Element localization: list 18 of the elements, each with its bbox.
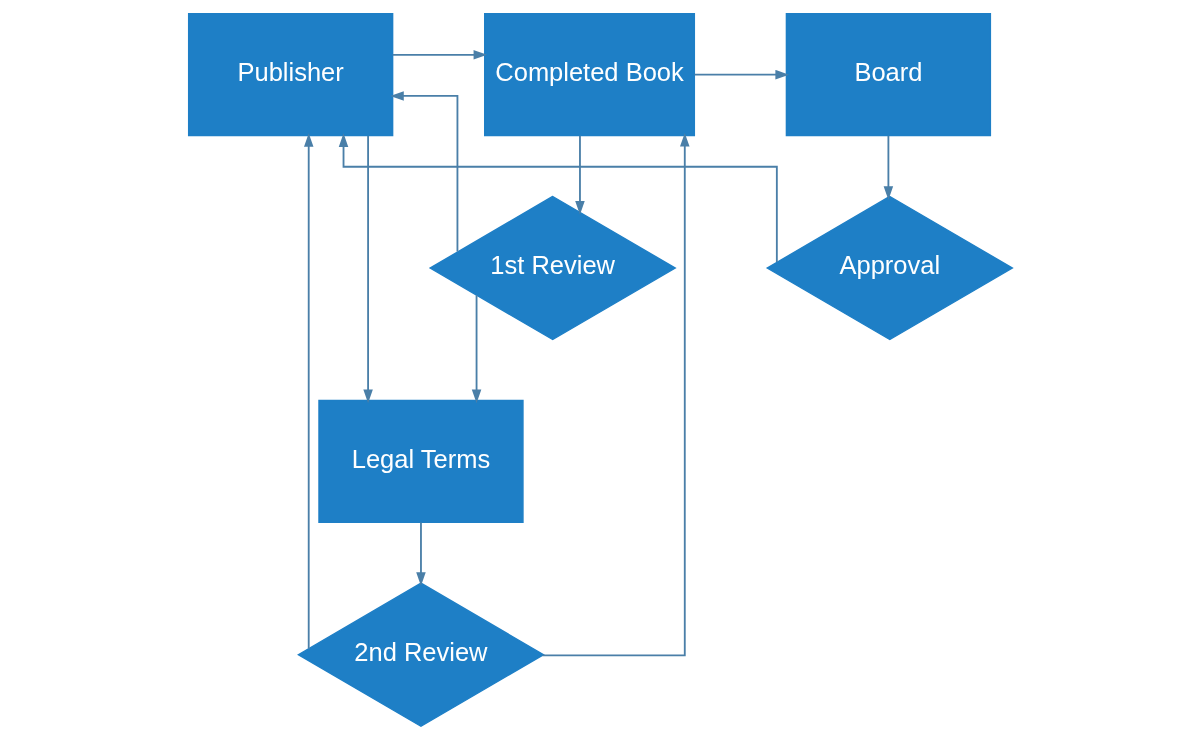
arrow bbox=[338, 133, 778, 263]
arrow bbox=[471, 294, 481, 404]
node-box: Completed Book bbox=[483, 13, 695, 137]
arrow bbox=[541, 132, 690, 657]
node-diamond: 1st Review bbox=[428, 195, 677, 341]
arrow bbox=[415, 521, 426, 586]
node-diamond: 2nd Review bbox=[296, 582, 545, 728]
arrow bbox=[574, 134, 585, 215]
arrow bbox=[693, 69, 789, 80]
arrow bbox=[883, 134, 893, 200]
node-diamond: Approval bbox=[765, 195, 1014, 341]
arrow bbox=[362, 135, 373, 404]
arrow bbox=[389, 91, 458, 253]
node-box: Publisher bbox=[187, 13, 393, 137]
arrow bbox=[303, 133, 313, 650]
arrow bbox=[391, 50, 487, 60]
node-box: Board bbox=[785, 13, 991, 137]
node-box: Legal Terms bbox=[317, 399, 524, 523]
